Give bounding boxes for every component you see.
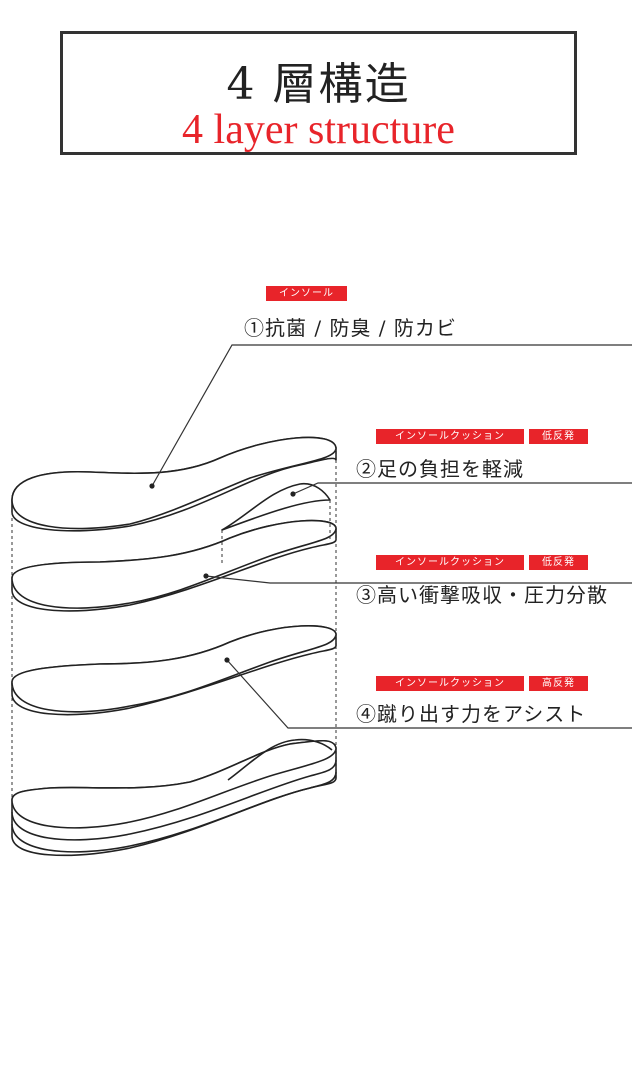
insole-layer-3 (11, 625, 337, 716)
layer-1-tag: インソール (266, 286, 347, 301)
insole-layer-2 (11, 482, 337, 612)
insole-layer-4 (11, 738, 337, 857)
insole-layer-1 (11, 436, 337, 532)
leader-dots (149, 483, 296, 663)
layer-2-tag-rebound: 低反発 (529, 429, 588, 444)
title-english: 4 layer structure (182, 107, 455, 153)
layer-4-tag-type: インソールクッション (376, 676, 524, 691)
layer-4-label: ④蹴り出す力をアシスト (356, 702, 587, 726)
layer-3-label: ③高い衝撃吸収・圧力分散 (356, 583, 608, 607)
layer-3-tag-rebound: 低反発 (529, 555, 588, 570)
layer-2-label: ②足の負担を軽減 (356, 457, 524, 481)
guide-dashes (11, 448, 337, 836)
title-japanese: 4 層構造 (226, 59, 411, 110)
layer-4-tag-rebound: 高反発 (529, 676, 588, 691)
leader-lines (151, 344, 632, 729)
title-box: 4 層構造 4 layer structure (60, 31, 577, 155)
layer-2-tag-type: インソールクッション (376, 429, 524, 444)
layer-3-tag-type: インソールクッション (376, 555, 524, 570)
layer-1-label: ①抗菌 / 防臭 / 防カビ (244, 316, 457, 340)
